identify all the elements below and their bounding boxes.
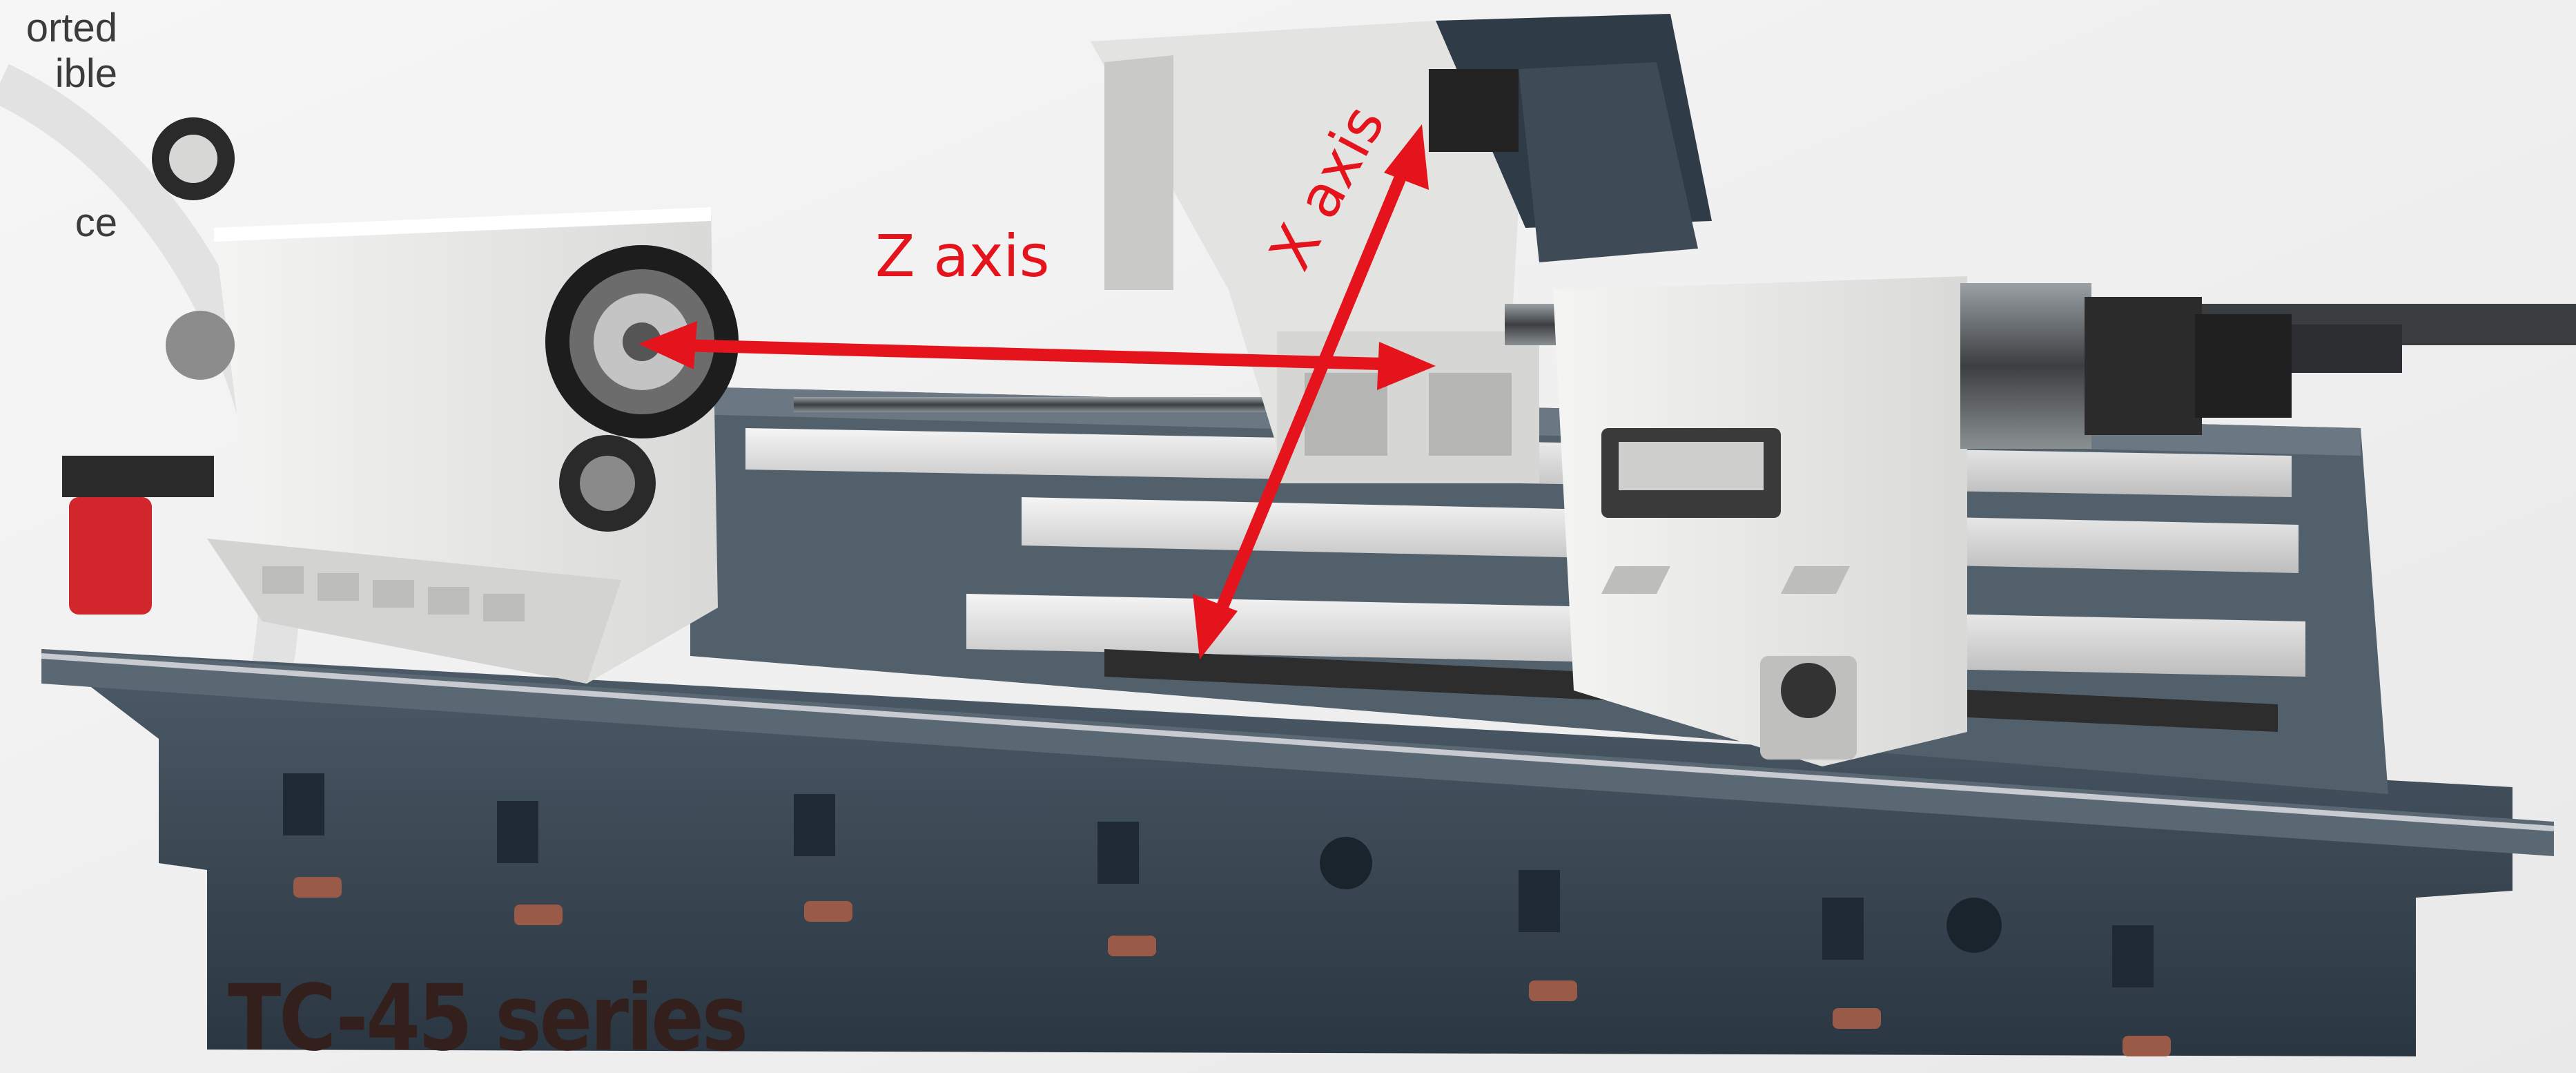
x-axis-arrow: [1209, 156, 1414, 628]
x-axis-arrowhead-bottom: [1193, 594, 1238, 659]
side-text-line-2: ible: [55, 51, 117, 96]
z-axis-arrowhead-left: [638, 321, 697, 369]
tailstock-icon: [1553, 276, 2292, 766]
axis-arrows: [638, 124, 1436, 659]
cropped-side-text: orted ible ce: [0, 6, 117, 246]
side-text-line-3: ce: [75, 200, 117, 245]
z-axis-arrow: [679, 339, 1409, 371]
z-axis-label: Z axis: [875, 222, 1050, 290]
product-title: TC-45 series: [228, 965, 748, 1072]
headstock-icon: [62, 117, 739, 684]
z-axis-arrowhead-right: [1377, 342, 1436, 390]
machine-bed: [41, 649, 2555, 1056]
side-text-line-1: orted: [26, 6, 117, 50]
x-axis-arrowhead-top: [1384, 124, 1429, 190]
